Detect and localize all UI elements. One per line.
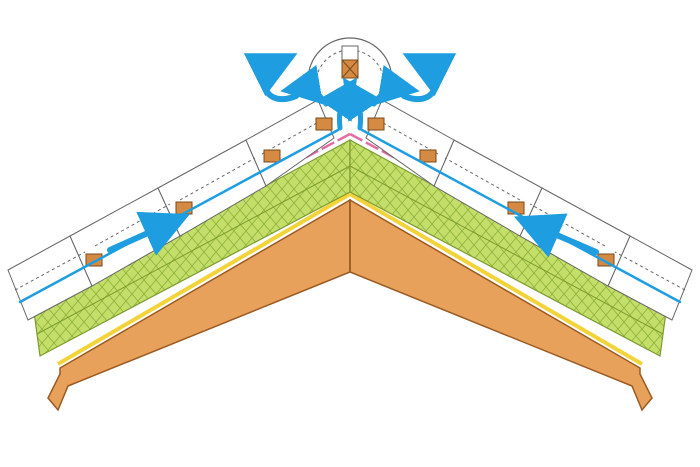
airflow: [18, 53, 682, 304]
batten-icon: [419, 149, 437, 163]
airflow-arrow-icon: [280, 64, 329, 107]
rafter-right: [349, 198, 653, 412]
batten-icon: [367, 117, 385, 131]
airflow-arrow-icon: [243, 53, 299, 103]
rafter-left: [47, 198, 351, 412]
airflow-arrow-icon: [371, 64, 420, 107]
insulation-layer: [33, 138, 667, 357]
airflow-arrow-icon: [342, 77, 382, 131]
batten-icon: [315, 117, 333, 131]
ridge-vent-icon: [307, 37, 393, 85]
airflow-arrow-icon: [318, 77, 358, 131]
airflow-arrow-icon: [401, 53, 457, 103]
vapour-layer: [56, 192, 644, 366]
rafter-beams: [47, 198, 653, 412]
batten-icon: [263, 149, 281, 163]
